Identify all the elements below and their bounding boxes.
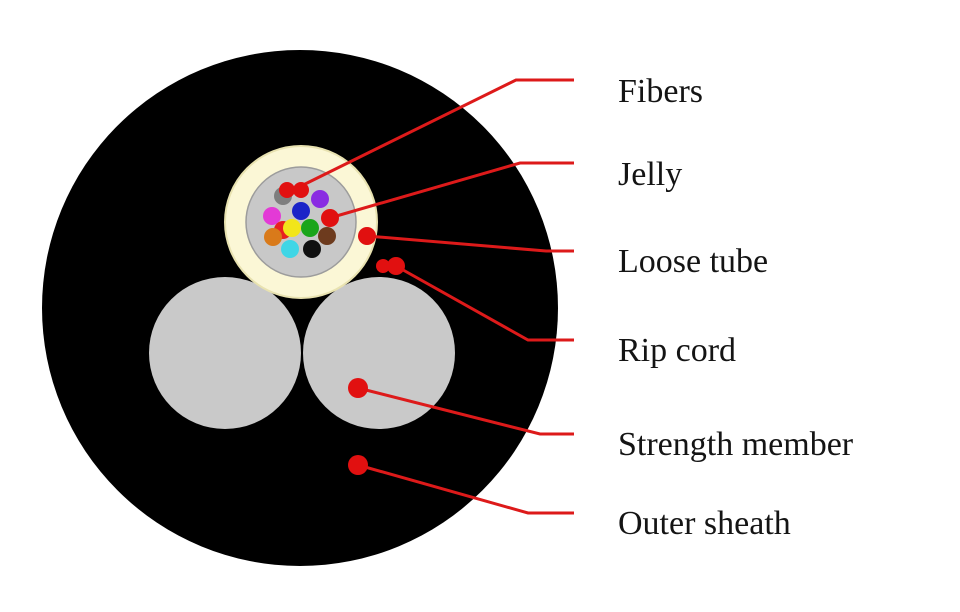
fiber-cyan [281,240,299,258]
strength-member-left [149,277,301,429]
label-loose-tube: Loose tube [618,243,769,280]
leader-line-jelly [332,161,574,219]
leader-line-outer-sheath [357,463,574,515]
label-jelly: Jelly [618,156,683,193]
leader-line-fibers [292,78,574,192]
pointer-dots [279,182,405,475]
pointer-dot-rip-cord-2 [387,257,405,275]
fiber-orange [264,228,282,246]
fiber-yellow [283,219,301,237]
label-outer-sheath: Outer sheath [618,505,791,542]
label-rip-cord: Rip cord [618,332,737,369]
leader-line-rip-cord [395,264,574,342]
leader-line-strength-member [357,386,574,436]
strength-member-right [303,277,455,429]
fiber-violet [311,190,329,208]
fiber-magenta [263,207,281,225]
fiber-brown [318,227,336,245]
pointer-dot-fibers-2 [293,182,309,198]
fiber-black [303,240,321,258]
pointer-dot-strength-member [348,378,368,398]
pointer-dot-rip-cord [376,259,390,273]
fiber-green [301,219,319,237]
fiber-bundle [263,187,336,258]
pointer-dot-fibers [279,182,295,198]
loose-tube-interior [245,166,357,278]
leader-line-loose-tube [366,234,574,253]
pointer-dot-outer-sheath [348,455,368,475]
outer-sheath [42,50,558,566]
leader-lines [292,78,574,515]
fiber-blue [292,202,310,220]
label-fibers: Fibers [618,73,703,110]
pointer-dot-loose-tube [358,227,376,245]
label-strength-member: Strength member [618,426,854,463]
pointer-dot-jelly [321,209,339,227]
